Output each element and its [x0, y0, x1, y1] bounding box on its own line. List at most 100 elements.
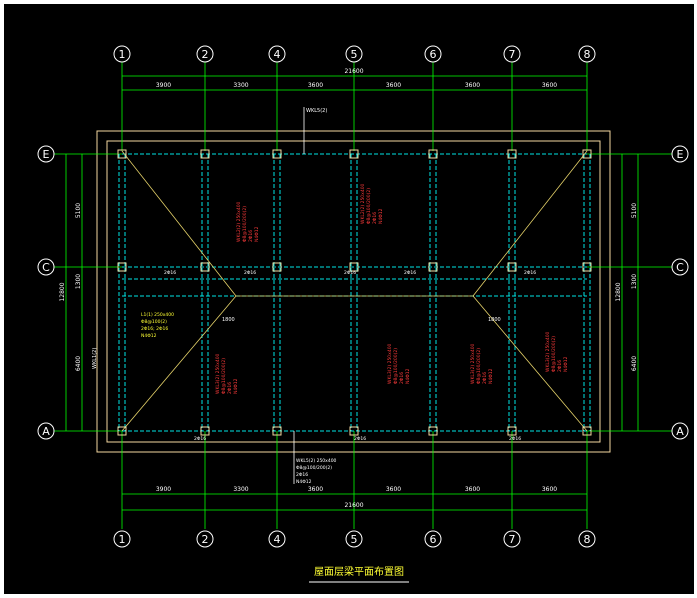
beam-note: Φ8@100/200(2) — [551, 336, 557, 372]
callout-text: WKL5(2) 250x400 — [296, 458, 337, 464]
axis-bubble — [113, 530, 131, 548]
column — [349, 149, 359, 159]
axis-bubble — [578, 530, 596, 548]
axis-bubble — [671, 422, 689, 440]
axis-label: 6 — [430, 533, 437, 546]
callout-text: N4Φ12 — [296, 479, 312, 485]
callout-text: WKL5(2) — [306, 108, 327, 114]
axis-label: 2 — [202, 48, 209, 61]
beam-note: N4Φ12 — [405, 368, 411, 384]
axis-bubble — [196, 45, 214, 63]
column — [200, 262, 210, 272]
beam-note: 2Φ16 — [372, 212, 378, 224]
axis-bubble — [37, 258, 55, 276]
axis-label: 1 — [119, 48, 126, 61]
beam-note: 2Φ16 — [557, 360, 563, 372]
column — [349, 262, 359, 272]
beam-label: 2Φ16 — [524, 270, 536, 276]
axis-label: C — [676, 261, 684, 274]
column — [582, 262, 592, 272]
column — [428, 262, 438, 272]
beam-note: 2Φ16 — [482, 372, 488, 384]
axis-bubble — [424, 45, 442, 63]
axis-bubble — [671, 258, 689, 276]
beam-note: 2Φ16 — [399, 372, 405, 384]
column — [272, 149, 282, 159]
dimension-text-total: 21600 — [344, 502, 363, 509]
beam-note: N4Φ12 — [488, 368, 494, 384]
beam-note: L1(1) 250x400 — [141, 312, 174, 318]
beam-note: WKL2(2) 250x400 — [236, 201, 242, 242]
beam-note: Φ8@100(2) — [141, 319, 167, 325]
beam-note: 2Φ16 — [227, 382, 233, 394]
column — [428, 149, 438, 159]
beam-label: 2Φ16 — [509, 436, 521, 442]
axis-bubble — [671, 145, 689, 163]
dimension-text: 6400 — [631, 356, 638, 371]
beam-note: N4Φ12 — [254, 226, 260, 242]
axis-label: 8 — [584, 48, 591, 61]
axis-bubble — [268, 530, 286, 548]
axis-bubble — [578, 45, 596, 63]
dimension-text-total: 12800 — [59, 282, 66, 301]
column — [582, 149, 592, 159]
drawing-title: 屋面层梁平面布置图 — [314, 565, 404, 578]
beam-note: Φ8@100/200(2) — [366, 188, 372, 224]
axis-bubble — [503, 530, 521, 548]
dimension-text: 3300 — [233, 486, 248, 493]
dimension-text: 1300 — [631, 274, 638, 289]
beam-note: N4Φ12 — [563, 356, 569, 372]
column — [272, 262, 282, 272]
axis-label: C — [42, 261, 50, 274]
annotations: WKL5(2)WKL5(2) 250x400Φ8@100/200(2)2Φ16N… — [92, 107, 569, 485]
axis-label: 4 — [274, 533, 281, 546]
slope-label: 1800 — [488, 317, 501, 323]
beam-label: 2Φ16 — [164, 270, 176, 276]
axis-label: 5 — [351, 48, 358, 61]
axis-label: 2 — [202, 533, 209, 546]
grid-lines — [54, 62, 672, 529]
axis-label: A — [676, 425, 684, 438]
beam-note: WKL3(2) 250x400 — [387, 343, 393, 384]
beam-note: N4Φ12 — [378, 208, 384, 224]
beam-note: 2Φ16; 2Φ16 — [141, 326, 168, 332]
beam-note: 2Φ16 — [248, 230, 254, 242]
axis-label: A — [42, 425, 50, 438]
beam-note: Φ8@100/200(2) — [242, 206, 248, 242]
axis-bubble — [196, 530, 214, 548]
beam-label: 2Φ16 — [354, 436, 366, 442]
beam-note: WKL3(2) 250x400 — [545, 331, 551, 372]
dimension-text: 3600 — [386, 82, 401, 89]
beam-note: N4Φ12 — [141, 333, 157, 339]
axis-label: 4 — [274, 48, 281, 61]
beam-note: WKL3(2) 250x400 — [470, 343, 476, 384]
dimension-text: 5100 — [631, 203, 638, 218]
beam-label: 2Φ16 — [194, 436, 206, 442]
dimension-text-total: 12800 — [615, 282, 622, 301]
dimension-text: 1300 — [75, 274, 82, 289]
axis-label: 1 — [119, 533, 126, 546]
outline — [96, 130, 611, 453]
hip-line — [121, 295, 237, 432]
hip-lines — [121, 150, 588, 432]
slope-label: 1800 — [222, 317, 235, 323]
outline-outer — [96, 130, 611, 453]
beam-label: 2Φ16 — [244, 270, 256, 276]
beam-note: Φ8@100/200(2) — [393, 348, 399, 384]
dimension-text: 3600 — [542, 486, 557, 493]
beam-label: 2Φ16 — [344, 270, 356, 276]
axis-label: E — [677, 148, 684, 161]
column — [507, 262, 517, 272]
column — [272, 426, 282, 436]
column — [200, 149, 210, 159]
axis-bubble — [424, 530, 442, 548]
beams — [118, 153, 591, 432]
axis-bubble — [345, 45, 363, 63]
beam-note: Φ8@100/200(2) — [221, 358, 227, 394]
column — [200, 426, 210, 436]
hip-line — [472, 295, 588, 432]
